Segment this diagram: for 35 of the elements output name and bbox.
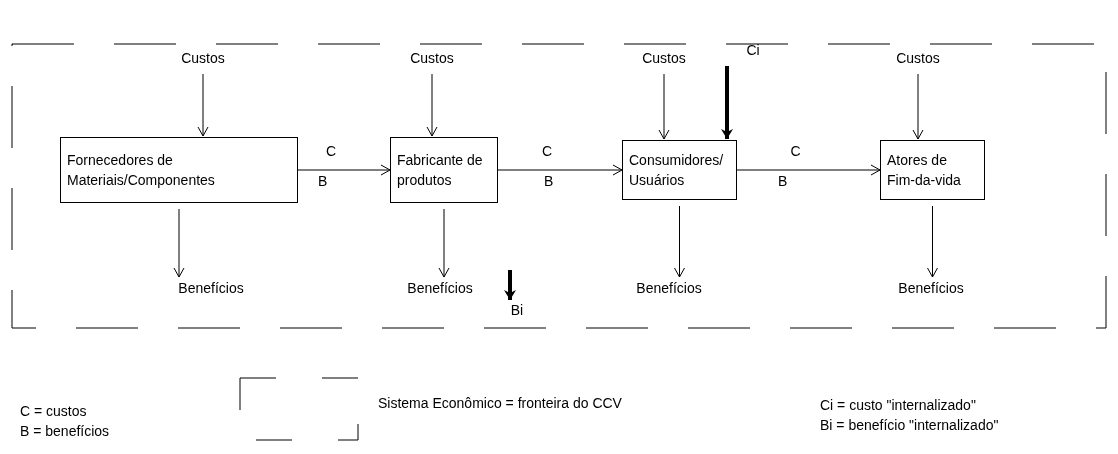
arrow <box>912 73 924 140</box>
flow-label: Custos <box>402 48 462 68</box>
stage-box: Fornecedores de Materiais/Componentes <box>60 137 298 203</box>
stage-box: Atores de Fim-da-vida <box>880 140 985 200</box>
flow-label: Custos <box>634 48 694 68</box>
flow-label: Benefícios <box>623 278 715 298</box>
flow-letter: B <box>544 172 554 190</box>
flow-label: Benefícios <box>394 278 486 298</box>
arrow <box>504 270 516 300</box>
arrow <box>497 164 623 176</box>
flow-label: Benefícios <box>885 278 977 298</box>
arrow <box>297 164 391 176</box>
stage-box: Consumidores/ Usuários <box>622 140 737 200</box>
arrow <box>674 205 685 278</box>
arrow <box>438 208 450 278</box>
legend-note: Bi = benefício "internalizado" <box>820 416 999 434</box>
flow-label: Custos <box>888 48 948 68</box>
legend-note: Ci = custo "internalizado" <box>820 396 976 414</box>
flow-label: Bi <box>503 300 531 320</box>
arrow <box>197 73 209 137</box>
arrow <box>927 205 938 278</box>
legend-note: B = benefícios <box>20 422 110 440</box>
arrow <box>658 73 670 140</box>
legend-text: Sistema Econômico = fronteira do CCV <box>378 394 622 412</box>
flow-letter: B <box>778 172 788 190</box>
stage-box: Fabricante de produtos <box>390 137 498 203</box>
flow-label: Benefícios <box>165 278 257 298</box>
arrow <box>736 164 881 176</box>
flow-label: Custos <box>173 48 233 68</box>
arrow <box>721 66 733 139</box>
arrow <box>173 208 185 278</box>
arrow <box>426 73 438 137</box>
flow-letter: B <box>318 172 328 190</box>
flow-label: Ci <box>742 40 764 60</box>
legend-note: C = custos <box>20 402 87 420</box>
